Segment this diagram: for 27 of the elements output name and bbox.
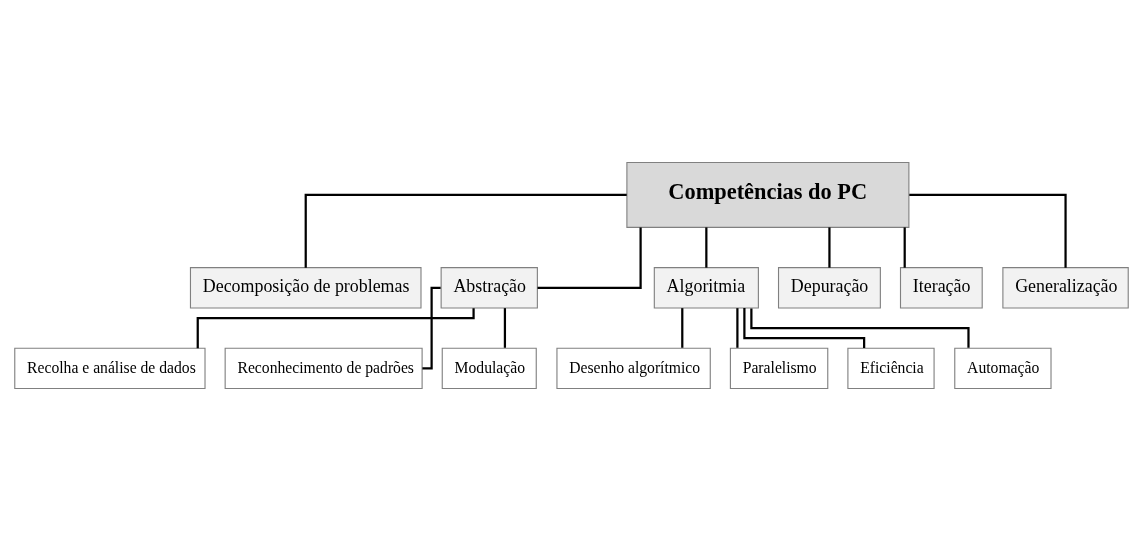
node-box: Reconhecimento de padrões — [224, 347, 423, 389]
connector — [304, 193, 627, 268]
connector — [750, 307, 970, 348]
connector — [681, 307, 684, 348]
connector — [736, 307, 739, 348]
node-box: Recolha e análise de dados — [14, 347, 206, 389]
node-box: Automação — [954, 347, 1052, 389]
connector — [705, 226, 708, 268]
node-box: Abstração — [440, 266, 538, 308]
node-box: Eficiência — [847, 347, 935, 389]
connector — [503, 307, 507, 348]
connector — [422, 286, 441, 369]
node-box: Algoritmia — [653, 266, 759, 308]
node-box: Desenho algorítmico — [556, 347, 711, 389]
node-box: Decomposição de problemas — [189, 266, 422, 308]
connector — [743, 307, 866, 348]
node-box: Modulação — [441, 347, 537, 389]
node-box: Depuração — [777, 266, 881, 308]
node-box: Paralelismo — [729, 347, 829, 389]
connector — [909, 193, 1067, 268]
node-box: Competências do PC — [626, 161, 910, 228]
connector — [196, 307, 475, 348]
connector — [537, 226, 642, 289]
node-box: Iteração — [899, 266, 983, 308]
connector — [903, 226, 906, 268]
node-box: Generalização — [1002, 266, 1129, 308]
connector — [828, 226, 831, 268]
